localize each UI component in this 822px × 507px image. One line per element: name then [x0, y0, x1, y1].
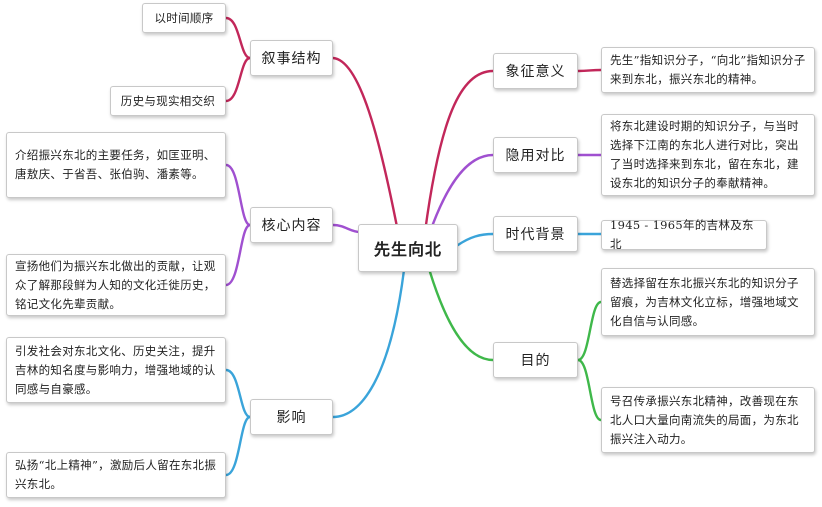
leaf-influence-2: 弘扬“北上精神”，激励后人留在东北振兴东北。 [6, 452, 226, 498]
connector-symbol [423, 69, 495, 234]
leaf-background-1-text: 1945 - 1965年的吉林及东北 [610, 218, 754, 251]
leaf-background-1: 1945 - 1965年的吉林及东北 [601, 218, 767, 251]
leaf-purpose-2: 号召传承振兴东北精神，改善现在东北人口大量向南流失的局面，为东北振兴注入动力。 [601, 387, 815, 453]
connector-purpose [428, 270, 495, 362]
connector-structure-leaf-1 [224, 16, 252, 60]
leaf-symbol-1-text: 先生”指知识分子，“向北”指知识分子来到东北，振兴东北的精神。 [610, 53, 806, 86]
branch-purpose-label: 目的 [520, 353, 551, 369]
leaf-content-2: 宣扬他们为振兴东北做出的贡献，让观众了解那段鲜为人知的文化迁徙历史，铭记文化先辈… [6, 254, 226, 316]
connector-structure [331, 56, 400, 234]
connector-symbol-leaf [576, 68, 603, 73]
leaf-influence-2-text: 弘扬“北上精神”，激励后人留在东北振兴东北。 [15, 458, 217, 491]
connector-influence-leaf-2 [224, 415, 252, 477]
leaf-purpose-1-text: 替选择留在东北振兴东北的知识分子留痕，为吉林文化立标，增强地域文化自信与认同感。 [610, 275, 799, 328]
branch-content-label: 核心内容 [261, 218, 322, 234]
leaf-purpose-2-text: 号召传承振兴东北精神，改善现在东北人口大量向南流失的局面，为东北振兴注入动力。 [610, 393, 799, 446]
branch-contrast: 隐用对比 [493, 137, 578, 173]
leaf-symbol-1: 先生”指知识分子，“向北”指知识分子来到东北，振兴东北的精神。 [601, 47, 815, 93]
leaf-content-1-text: 介绍振兴东北的主要任务，如匡亚明、唐敖庆、于省吾、张伯驹、潘素等。 [15, 148, 216, 181]
leaf-structure-1-text: 以时间顺序 [154, 10, 214, 25]
connector-structure-leaf-2 [224, 56, 252, 103]
central-topic-label: 先生向北 [373, 240, 442, 259]
leaf-structure-2: 历史与现实相交织 [110, 86, 226, 116]
leaf-content-2-text: 宣扬他们为振兴东北做出的贡献，让观众了解那段鲜为人知的文化迁徙历史，铭记文化先辈… [15, 258, 216, 311]
connector-purpose-leaf-1 [576, 300, 603, 362]
branch-symbol: 象征意义 [493, 53, 578, 89]
branch-symbol-label: 象征意义 [505, 64, 566, 80]
branch-structure: 叙事结构 [250, 40, 333, 76]
connector-background [456, 232, 495, 247]
branch-influence: 影响 [250, 399, 333, 435]
connector-content-leaf-2 [224, 223, 252, 287]
leaf-influence-1-text: 引发社会对东北文化、历史关注，提升吉林的知名度与影响力，增强地域的认同感与自豪感… [15, 343, 216, 396]
branch-structure-label: 叙事结构 [261, 51, 322, 67]
leaf-contrast-1-text: 将东北建设时期的知识分子，与当时选择下江南的东北人进行对比，突出了当时选择来到东… [610, 119, 799, 190]
leaf-purpose-1: 替选择留在东北振兴东北的知识分子留痕，为吉林文化立标，增强地域文化自信与认同感。 [601, 268, 815, 336]
central-topic: 先生向北 [358, 224, 458, 272]
connector-influence-leaf-1 [224, 368, 252, 419]
connector-content-leaf-1 [224, 163, 252, 227]
connector-content [331, 223, 362, 234]
branch-influence-label: 影响 [276, 410, 307, 426]
branch-purpose: 目的 [493, 342, 578, 378]
connector-influence [331, 268, 406, 419]
leaf-influence-1: 引发社会对东北文化、历史关注，提升吉林的知名度与影响力，增强地域的认同感与自豪感… [6, 337, 226, 403]
branch-contrast-label: 隐用对比 [505, 148, 566, 164]
leaf-contrast-1: 将东北建设时期的知识分子，与当时选择下江南的东北人进行对比，突出了当时选择来到东… [601, 114, 815, 196]
leaf-content-1: 介绍振兴东北的主要任务，如匡亚明、唐敖庆、于省吾、张伯驹、潘素等。 [6, 132, 226, 198]
leaf-structure-1: 以时间顺序 [142, 3, 226, 33]
branch-content: 核心内容 [250, 207, 333, 243]
branch-background-label: 时代背景 [505, 227, 566, 243]
connector-contrast [428, 153, 495, 234]
leaf-structure-2-text: 历史与现实相交织 [120, 93, 216, 108]
branch-background: 时代背景 [493, 216, 578, 252]
connector-purpose-leaf-2 [576, 358, 603, 422]
